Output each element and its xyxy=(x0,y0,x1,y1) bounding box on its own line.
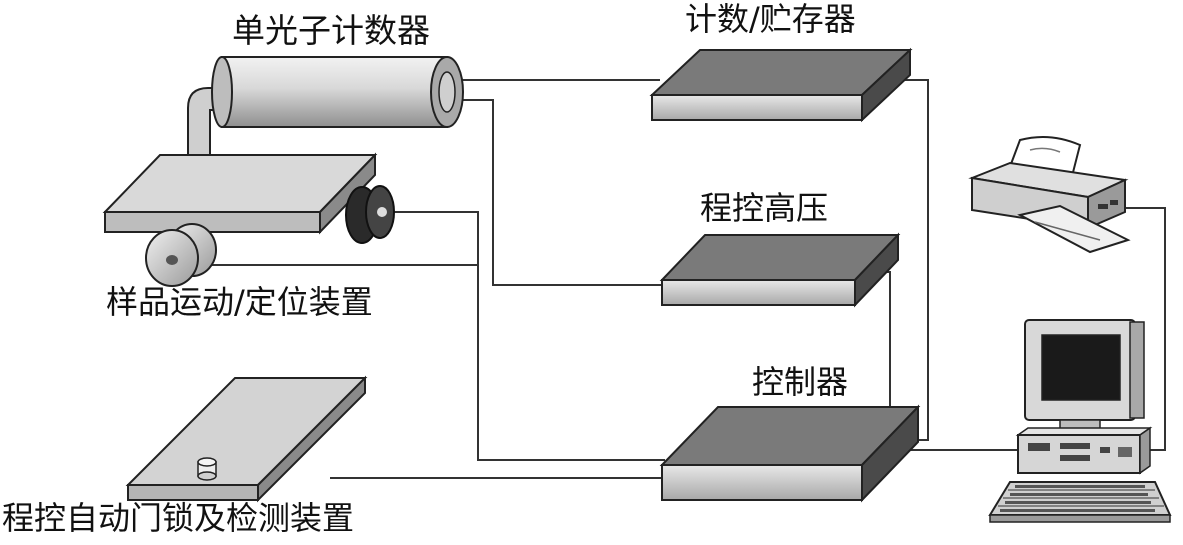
label-photon-counter: 单光子计数器 xyxy=(232,11,430,50)
count-storage-box xyxy=(649,47,913,123)
label-controller: 控制器 xyxy=(752,363,849,401)
auto-door-plate xyxy=(125,375,368,503)
printer-icon xyxy=(968,135,1131,254)
label-count-storage: 计数/贮存器 xyxy=(685,0,856,38)
wire-motor-to-controller xyxy=(392,211,665,461)
hv-control-box xyxy=(659,232,901,308)
sample-stage xyxy=(102,152,395,287)
label-auto-door: 程控自动门锁及检测装置 xyxy=(2,499,355,537)
label-sample-motion: 样品运动/定位装置 xyxy=(106,283,373,321)
connection-wires xyxy=(195,79,1166,479)
wire-counter-to-hv xyxy=(462,99,665,286)
controller-box xyxy=(659,404,921,503)
wire-storage-to-controller xyxy=(902,79,929,441)
photon-counter-tube xyxy=(187,56,464,161)
computer-icon xyxy=(988,319,1172,523)
label-hv-control: 程控高压 xyxy=(700,189,829,227)
